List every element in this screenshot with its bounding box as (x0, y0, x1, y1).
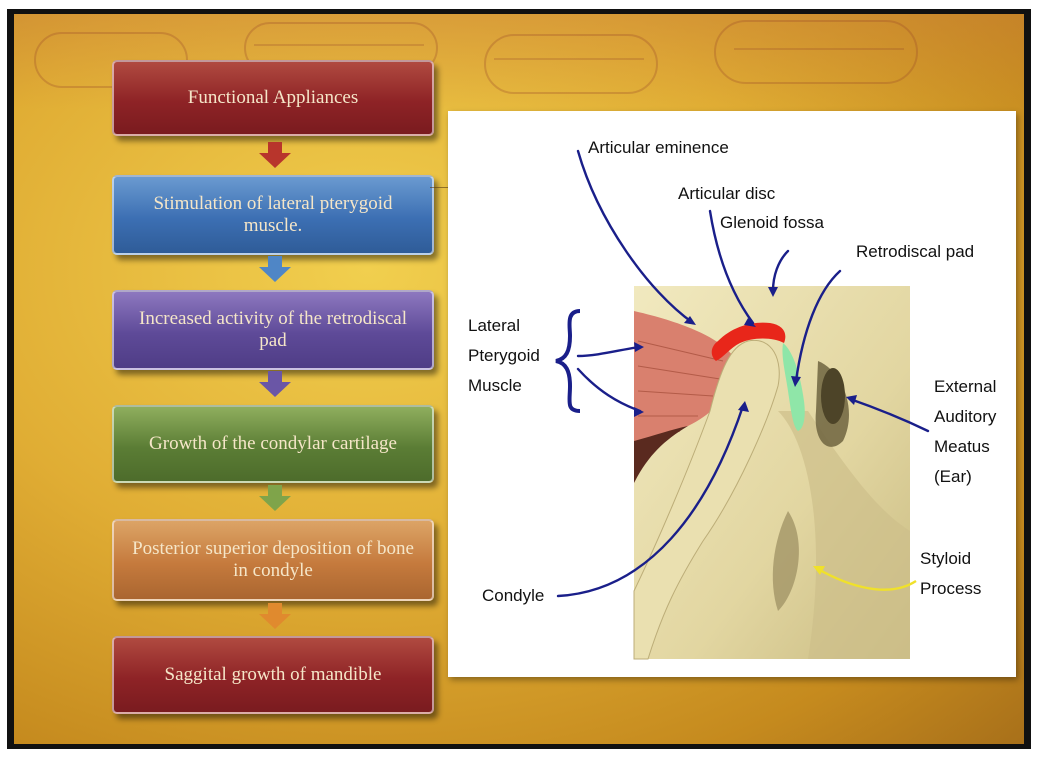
postmark-stamp (484, 34, 658, 94)
label-external-auditory-meatus: External Auditory Meatus (Ear) (934, 372, 996, 492)
flow-step-label: Saggital growth of mandible (151, 664, 396, 686)
pointer-glenoid-fossa (773, 251, 788, 291)
flow-step-condylar-growth: Growth of the condylar cartilage (112, 405, 434, 483)
flow-arrow-1 (257, 142, 293, 168)
stamp-line (254, 44, 424, 46)
stamp-line (734, 48, 904, 50)
flow-step-label: Stimulation of lateral pterygoid muscle. (114, 193, 432, 237)
flow-step-functional-appliances: Functional Appliances (112, 60, 434, 136)
pointer-muscle-lower (578, 369, 640, 411)
label-articular-eminence: Articular eminence (588, 133, 729, 163)
flow-arrow-4 (257, 485, 293, 511)
stamp-line (494, 58, 644, 60)
flow-step-retrodiscal-activity: Increased activity of the retrodiscal pa… (112, 290, 434, 370)
connector-line (430, 187, 448, 188)
external-auditory-meatus (821, 368, 845, 424)
label-styloid-process: Styloid Process (920, 544, 981, 604)
flow-step-label: Growth of the condylar cartilage (135, 433, 411, 455)
flow-arrow-5 (257, 603, 293, 629)
label-retrodiscal-pad: Retrodiscal pad (856, 237, 974, 267)
label-condyle: Condyle (482, 581, 544, 611)
flow-step-stimulation: Stimulation of lateral pterygoid muscle. (112, 175, 434, 255)
tmj-anatomy-figure: Articular eminence Articular disc Glenoi… (448, 111, 1016, 677)
postmark-stamp (714, 20, 918, 84)
flow-step-saggital-growth: Saggital growth of mandible (112, 636, 434, 714)
label-glenoid-fossa: Glenoid fossa (720, 208, 824, 238)
pointer-muscle-upper (578, 347, 640, 356)
flow-step-label: Posterior superior deposition of bone in… (114, 538, 432, 582)
flow-step-bone-deposition: Posterior superior deposition of bone in… (112, 519, 434, 601)
flow-step-label: Functional Appliances (174, 87, 372, 109)
label-lateral-pterygoid-muscle: Lateral Pterygoid Muscle (468, 311, 540, 401)
flow-arrow-2 (257, 256, 293, 282)
flow-step-label: Increased activity of the retrodiscal pa… (114, 308, 432, 352)
label-articular-disc: Articular disc (678, 179, 775, 209)
muscle-brace (556, 311, 580, 411)
flow-arrow-3 (257, 371, 293, 397)
